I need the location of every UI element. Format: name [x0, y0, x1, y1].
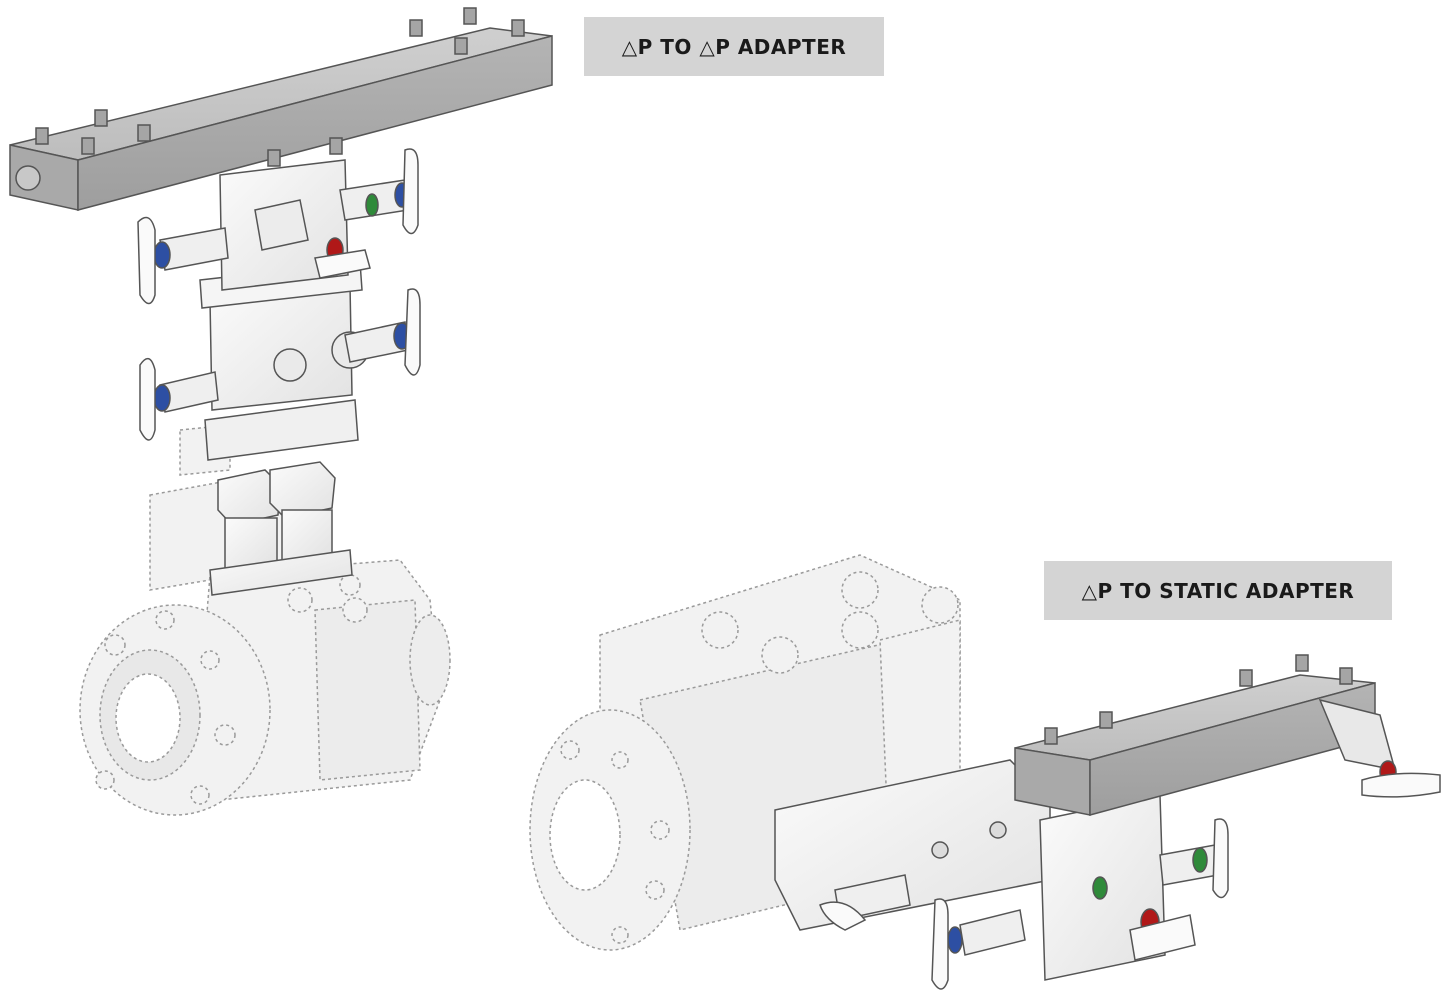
transmitter-body-left	[79, 424, 451, 816]
upper-manifold-right	[1039, 794, 1229, 981]
transmitter-body-right	[529, 554, 961, 951]
upper-manifold-left	[137, 148, 419, 305]
dp-static-adapter-bar	[1014, 654, 1441, 816]
dp-dp-adapter-bar	[9, 7, 553, 211]
dp-to-static-adapter-label: △P TO STATIC ADAPTER	[1044, 561, 1392, 620]
dp-to-static-assembly	[529, 554, 1441, 990]
lower-manifold-right	[774, 759, 1051, 990]
dp-to-dp-adapter-label: △P TO △P ADAPTER	[584, 17, 884, 76]
hex-fittings-left	[209, 461, 353, 596]
dp-to-dp-assembly	[9, 7, 553, 816]
